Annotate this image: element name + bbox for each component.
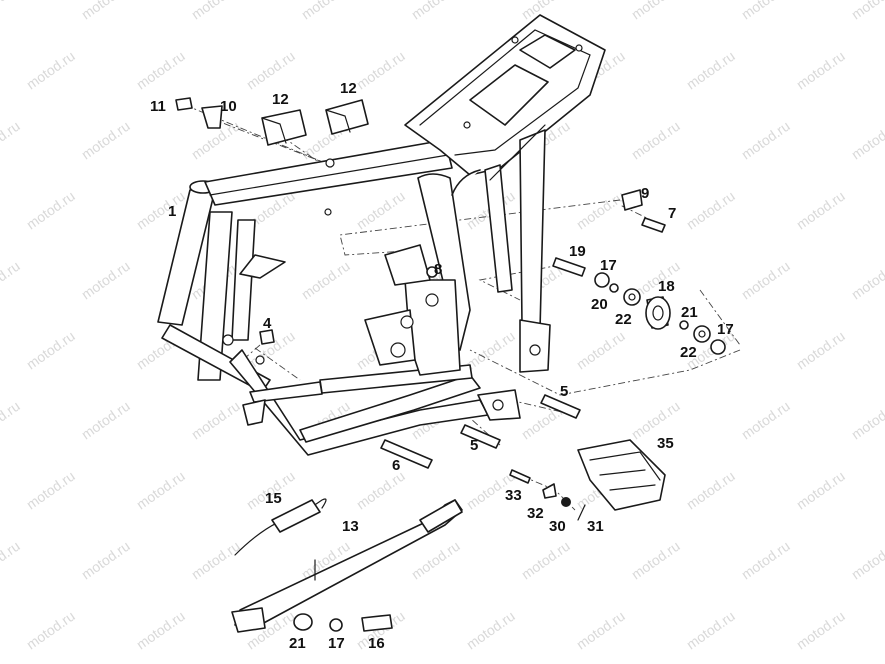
callout-13: 13 — [342, 518, 359, 535]
watermark-text: motod.ru — [188, 398, 242, 443]
callout-15: 15 — [265, 490, 282, 507]
watermark-text: motod.ru — [298, 258, 352, 303]
watermark-text: motod.ru — [23, 188, 77, 233]
callout-21-right: 21 — [681, 304, 698, 321]
watermark-text: motod.ru — [0, 118, 23, 163]
callout-11: 11 — [150, 98, 166, 115]
watermark-text: motod.ru — [353, 48, 407, 93]
watermark-text: motod.ru — [793, 608, 847, 653]
watermark-text: motod.ru — [0, 0, 23, 22]
watermark-text: motod.ru — [463, 608, 517, 653]
callout-12-left: 12 — [272, 91, 289, 108]
watermark-text: motod.ru — [848, 0, 885, 22]
watermark-text: motod.ru — [78, 538, 132, 583]
watermark-text: motod.ru — [628, 0, 682, 22]
callout-21-bottom: 21 — [289, 635, 306, 652]
watermark-text: motod.ru — [683, 608, 737, 653]
watermark-text: motod.ru — [848, 118, 885, 163]
callout-31: 31 — [587, 518, 604, 535]
callout-20: 20 — [591, 296, 608, 313]
watermark-text: motod.ru — [738, 398, 792, 443]
callout-30: 30 — [549, 518, 566, 535]
callout-17-right: 17 — [717, 321, 734, 338]
watermark-text: motod.ru — [133, 48, 187, 93]
watermark-text: motod.ru — [628, 398, 682, 443]
watermark-text: motod.ru — [243, 48, 297, 93]
callout-9: 9 — [641, 185, 649, 202]
watermark-text: motod.ru — [408, 0, 462, 22]
watermark-text: motod.ru — [463, 328, 517, 373]
watermark-text: motod.ru — [23, 328, 77, 373]
watermark-text: motod.ru — [78, 258, 132, 303]
watermark-text: motod.ru — [738, 0, 792, 22]
watermark-text: motod.ru — [738, 118, 792, 163]
watermark-text: motod.ru — [848, 398, 885, 443]
watermark-text: motod.ru — [683, 468, 737, 513]
callout-labels: 1 4 5 5 6 7 8 9 10 11 12 12 13 15 16 17 … — [150, 80, 734, 652]
watermark-text: motod.ru — [78, 0, 132, 22]
watermark-text: motod.ru — [298, 0, 352, 22]
watermark-text: motod.ru — [23, 608, 77, 653]
watermark-text: motod.ru — [23, 468, 77, 513]
watermark-text: motod.ru — [133, 188, 187, 233]
watermark-text: motod.ru — [628, 118, 682, 163]
callout-4: 4 — [263, 315, 272, 332]
watermark-text: motod.ru — [573, 188, 627, 233]
watermark-text: motod.ru — [793, 468, 847, 513]
callout-22-left: 22 — [615, 311, 632, 328]
callout-1: 1 — [168, 203, 176, 220]
watermark-text: motod.ru — [78, 398, 132, 443]
watermark-text: motod.ru — [793, 48, 847, 93]
callout-18: 18 — [658, 278, 675, 295]
watermark-text: motod.ru — [848, 258, 885, 303]
callout-33: 33 — [505, 487, 522, 504]
callout-5-upper: 5 — [560, 383, 568, 400]
watermark-text: motod.ru — [78, 118, 132, 163]
watermark-text: motod.ru — [628, 538, 682, 583]
watermark-text: motod.ru — [408, 538, 462, 583]
watermark-text: motod.ru — [848, 538, 885, 583]
callout-17-top: 17 — [600, 257, 617, 274]
watermark-text: motod.ru — [573, 328, 627, 373]
callout-32: 32 — [527, 505, 544, 522]
watermark-text: motod.ru — [133, 608, 187, 653]
frame-body — [157, 14, 606, 456]
watermark-text: motod.ru — [0, 258, 23, 303]
watermark-text: motod.ru — [793, 188, 847, 233]
callout-35: 35 — [657, 435, 674, 452]
loose-parts — [175, 97, 726, 633]
callout-10: 10 — [220, 98, 237, 115]
callout-17-bottom: 17 — [328, 635, 345, 652]
watermark-text: motod.ru — [133, 468, 187, 513]
callout-16: 16 — [368, 635, 385, 652]
watermark-text: motod.ru — [353, 468, 407, 513]
watermark-text: motod.ru — [738, 258, 792, 303]
watermark-text: motod.ru — [23, 48, 77, 93]
watermark-text: motod.ru — [518, 538, 572, 583]
callout-6: 6 — [392, 457, 400, 474]
callout-8: 8 — [434, 261, 442, 278]
watermark-text: motod.ru — [0, 398, 23, 443]
watermark-text: motod.ru — [573, 608, 627, 653]
watermark-text: motod.ru — [188, 0, 242, 22]
watermark-text: motod.ru — [683, 48, 737, 93]
watermark-text: motod.ru — [188, 538, 242, 583]
watermark-text: motod.ru — [793, 328, 847, 373]
callout-12-right: 12 — [340, 80, 357, 97]
watermark-text: motod.ru — [683, 188, 737, 233]
callout-7: 7 — [668, 205, 676, 222]
callout-22-right: 22 — [680, 344, 697, 361]
callout-19: 19 — [569, 243, 586, 260]
watermark-text: motod.ru — [738, 538, 792, 583]
callout-5-lower: 5 — [470, 437, 478, 454]
watermark-text: motod.ru — [353, 188, 407, 233]
watermark-text: motod.ru — [0, 538, 23, 583]
